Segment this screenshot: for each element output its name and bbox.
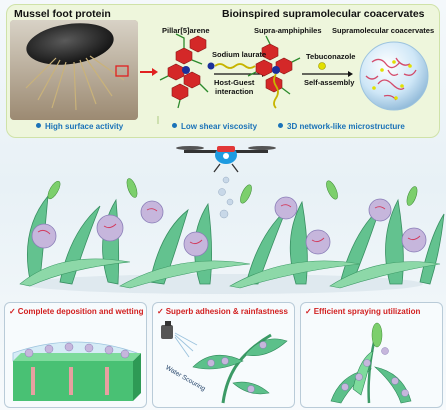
check-icon: ✓ [305,307,312,316]
panel-adhesion-title: ✓Superb adhesion & rainfastness [157,307,288,316]
panel-utilization-title-text: Efficient spraying utilization [313,307,421,316]
feature-surface-activity: High surface activity [36,122,123,131]
host-guest-label: Host-Guest interaction [214,78,255,96]
panel-adhesion: ✓Superb adhesion & rainfastness Water Sc… [152,302,295,408]
panel-utilization: ✓Efficient spraying utilization [300,302,443,408]
panel-deposition: ✓Complete deposition and wetting [4,302,147,408]
feature-network-microstructure: 3D network-like microstructure [278,122,405,131]
utilization-illustration [330,322,412,404]
panel-deposition-title: ✓Complete deposition and wetting [9,307,143,316]
check-icon: ✓ [157,307,164,316]
supra-label: Supra-amphiphiles [254,26,322,35]
coacervates-label: Supramolecular coacervates [332,26,435,35]
check-icon: ✓ [9,307,16,316]
sodium-laurate-label: Sodium laurate [212,50,267,59]
mussel-title: Mussel foot protein [14,8,111,20]
feature-shear-viscosity: Low shear viscosity [172,122,257,131]
tebuconazole-label: Tebuconazole [306,52,356,61]
panel-deposition-title-text: Complete deposition and wetting [17,307,144,316]
coacervate-title: Bioinspired supramolecular coacervates [222,8,425,20]
pillar-label: Pillar[5]arene [162,26,210,35]
adhesion-illustration [161,321,288,404]
self-assembly-label: Self-assembly [304,78,355,87]
sprayer-icon [161,325,173,339]
panel-utilization-title: ✓Efficient spraying utilization [305,307,420,316]
deposition-illustration [12,341,141,401]
drone-icon [176,146,276,173]
panel-adhesion-title-text: Superb adhesion & rainfastness [165,307,288,316]
